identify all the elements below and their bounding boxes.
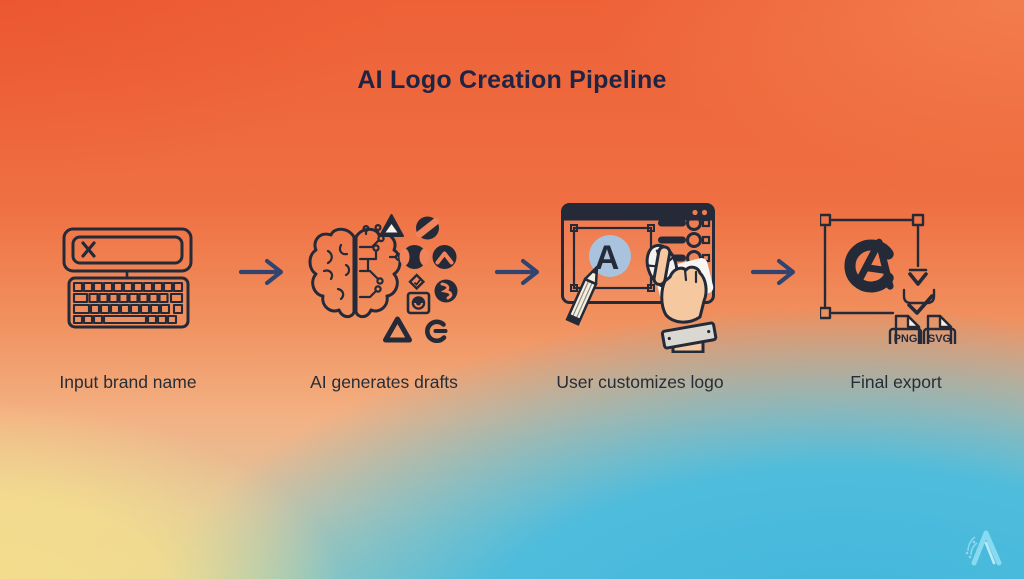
editor-hand-icon: A	[561, 203, 718, 353]
logo-circle	[589, 235, 631, 277]
step-label: Input brand name	[59, 372, 197, 392]
logo-a-mark	[854, 238, 894, 290]
step-label: Final export	[850, 372, 942, 392]
arrow-right-icon	[750, 258, 796, 286]
brain-ai-icon	[308, 214, 458, 343]
arrow-right-icon	[238, 258, 284, 286]
cursor-x-mark	[80, 240, 96, 258]
titlebar-dot	[692, 209, 698, 216]
selection-frame	[823, 218, 913, 315]
pipeline-steps: Input brand name	[0, 198, 1024, 393]
titlebar-dot	[701, 209, 708, 216]
check-mark	[907, 294, 934, 315]
png-file-label: PNG	[894, 333, 918, 344]
draft-logo-shapes	[379, 214, 458, 343]
export-download-icon: PNG SVG	[820, 213, 957, 344]
brand-watermark-icon	[965, 530, 1002, 566]
step2-icon-wrap	[308, 198, 460, 358]
step-ai-generates-drafts: AI generates drafts	[256, 198, 512, 393]
svg-file-label: SVG	[928, 333, 951, 344]
page-title: AI Logo Creation Pipeline	[357, 66, 667, 94]
export-files: PNG SVG	[888, 294, 957, 344]
canvas-logo-letter: A	[595, 239, 620, 277]
keyboard-input-icon	[62, 227, 192, 328]
step1-icon-wrap	[61, 198, 196, 358]
step-label: User customizes logo	[556, 372, 724, 392]
window-titlebar	[562, 204, 714, 221]
tray	[902, 288, 936, 305]
pencil-icon	[565, 265, 599, 326]
step-label: AI generates drafts	[310, 372, 458, 392]
step4-icon-wrap: PNG SVG	[820, 198, 972, 358]
keyboard-keys	[72, 281, 183, 324]
brain-left-lobe	[308, 227, 356, 319]
step-user-customizes-logo: A	[512, 198, 768, 393]
circuit-traces	[358, 224, 404, 299]
brain-right-lobe	[354, 227, 402, 319]
hand-cursor	[652, 245, 718, 353]
step-final-export: PNG SVG Final export	[768, 198, 1024, 393]
download-arrowhead	[908, 272, 928, 286]
arrow-right-icon	[494, 258, 540, 286]
step-input-brand-name: Input brand name	[0, 198, 256, 393]
step3-icon-wrap: A	[561, 198, 719, 358]
